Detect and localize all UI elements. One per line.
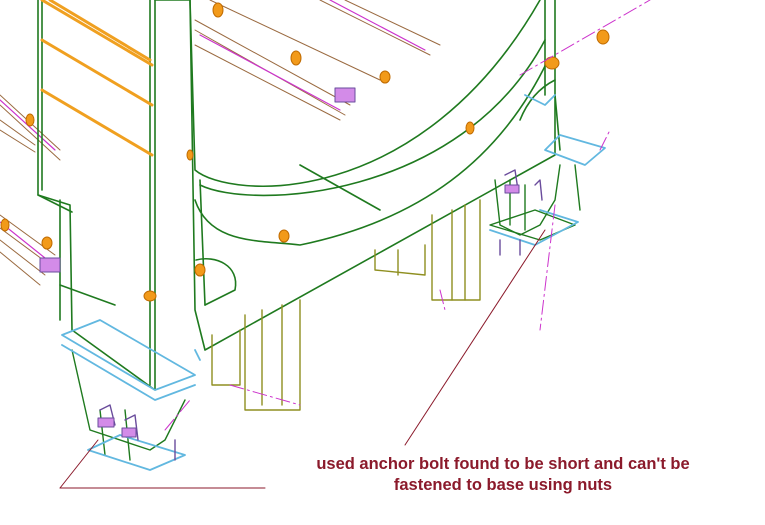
base-plates bbox=[61, 94, 606, 471]
left-column bbox=[37, 0, 156, 391]
leader-lines bbox=[59, 229, 546, 489]
column-stubs bbox=[211, 199, 481, 411]
upper-braces bbox=[0, 0, 441, 286]
brace-highlights bbox=[0, 0, 426, 263]
left-support bbox=[71, 349, 186, 461]
anchor-bolts bbox=[99, 169, 543, 461]
lifting-lugs bbox=[0, 2, 610, 302]
central-frame bbox=[154, 0, 561, 351]
callout-line-1: used anchor bolt found to be short and c… bbox=[316, 455, 690, 473]
centerlines bbox=[164, 0, 651, 431]
bolt-blocks bbox=[39, 87, 520, 438]
callout-line-2: fastened to base using nuts bbox=[393, 476, 613, 494]
ladder bbox=[40, 0, 154, 157]
callout-annotation: used anchor bolt found to be short and c… bbox=[268, 454, 738, 496]
